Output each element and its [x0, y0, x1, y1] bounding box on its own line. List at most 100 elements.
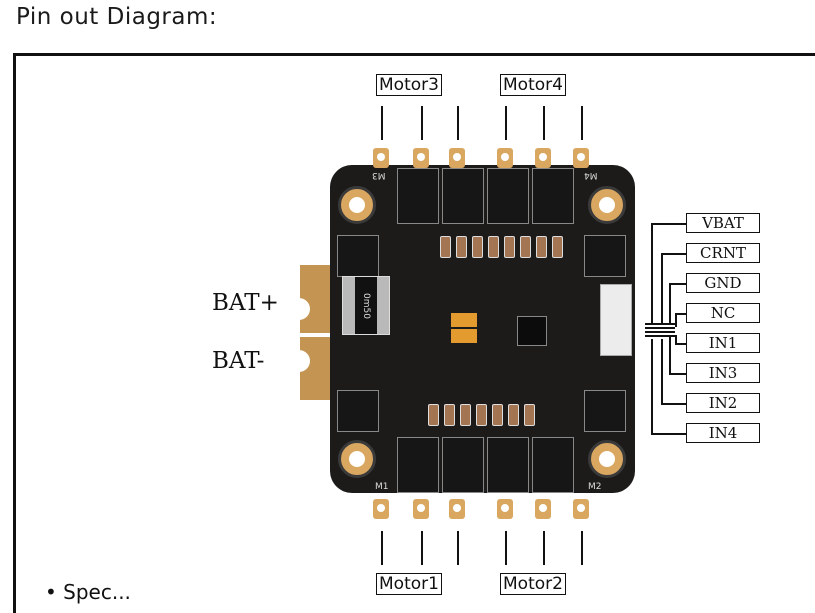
- capacitor: [428, 404, 439, 426]
- signal-connector: [600, 284, 632, 356]
- wire-in2-v: [661, 339, 663, 403]
- mosfet: [397, 437, 439, 493]
- wire-in4-h: [651, 433, 686, 435]
- mosfet: [337, 235, 379, 277]
- mosfet: [584, 390, 626, 432]
- motor4-pad-a: [497, 148, 513, 168]
- bat-negative-notch: [288, 350, 310, 372]
- motor2-label: Motor2: [500, 573, 566, 595]
- shunt-inductor: 0m50: [342, 276, 390, 335]
- pin-label-crnt: CRNT: [686, 243, 760, 263]
- capacitor: [456, 236, 467, 258]
- silk-m1: M1: [375, 482, 389, 492]
- motor2-lead-c: [581, 531, 583, 565]
- inductor-marking: 0m50: [355, 277, 377, 334]
- motor4-lead-b: [543, 106, 545, 140]
- page-heading: Pin out Diagram:: [16, 4, 218, 30]
- mosfet: [442, 437, 484, 493]
- pin-label-nc: NC: [686, 303, 760, 323]
- motor3-pad-a: [373, 148, 389, 168]
- capacitor: [508, 404, 519, 426]
- capacitor: [472, 236, 483, 258]
- bat-positive-label: BAT+: [212, 290, 279, 316]
- wire-in1-v: [675, 335, 677, 343]
- mount-hole-bottom-right: [588, 440, 626, 478]
- capacitor: [504, 236, 515, 258]
- pin-label-gnd: GND: [686, 273, 760, 293]
- motor4-label: Motor4: [500, 74, 566, 96]
- mosfet: [337, 390, 379, 432]
- motor3-label: Motor3: [376, 74, 442, 96]
- capacitor: [524, 404, 535, 426]
- mosfet: [532, 168, 574, 224]
- motor1-lead-c: [457, 531, 459, 565]
- mosfet: [397, 168, 439, 224]
- diagram-frame: [13, 53, 815, 613]
- mosfet: [442, 168, 484, 224]
- wire-bus-2: [645, 327, 675, 329]
- voltage-regulator: [517, 316, 547, 346]
- mosfet: [487, 437, 529, 493]
- capacitor: [552, 236, 563, 258]
- pin-label-in2: IN2: [686, 393, 760, 413]
- motor2-lead-b: [543, 531, 545, 565]
- wire-crnt-v: [661, 253, 663, 323]
- mosfet: [532, 437, 574, 493]
- wire-vbat-h: [651, 223, 686, 225]
- motor1-pad-c: [449, 499, 465, 519]
- wire-in2-h: [661, 403, 686, 405]
- pin-label-in1: IN1: [686, 333, 760, 353]
- motor3-pad-c: [449, 148, 465, 168]
- pin-label-in4: IN4: [686, 423, 760, 443]
- wire-vbat-v: [651, 223, 653, 323]
- motor1-pad-a: [373, 499, 389, 519]
- capacitor: [492, 404, 503, 426]
- wire-in4-v: [651, 339, 653, 433]
- capacitor: [476, 404, 487, 426]
- wire-bus-4: [645, 335, 675, 337]
- motor1-lead-b: [421, 531, 423, 565]
- motor4-lead-a: [505, 106, 507, 140]
- motor4-pad-b: [535, 148, 551, 168]
- motor3-lead-c: [457, 106, 459, 140]
- wire-gnd-v: [669, 283, 671, 325]
- next-section-heading-fragment: • Spec...: [45, 580, 131, 604]
- wire-gnd-h: [669, 283, 686, 285]
- mount-hole-top-right: [588, 186, 626, 224]
- motor1-pad-b: [413, 499, 429, 519]
- wire-nc-v: [675, 313, 677, 327]
- mount-hole-bottom-left: [338, 440, 376, 478]
- bat-negative-label: BAT-: [212, 348, 265, 374]
- silk-m2: M2: [588, 482, 602, 492]
- bat-positive-notch: [288, 298, 310, 320]
- wire-bus-1: [645, 323, 675, 325]
- capacitor: [460, 404, 471, 426]
- wire-in3-v: [669, 337, 671, 373]
- motor2-pad-b: [535, 499, 551, 519]
- capacitor: [536, 236, 547, 258]
- silk-m4: M4: [584, 170, 598, 180]
- pin-label-vbat: VBAT: [686, 213, 760, 233]
- capacitor: [440, 236, 451, 258]
- mosfet: [584, 235, 626, 277]
- motor3-lead-a: [381, 106, 383, 140]
- wire-bus-3: [645, 331, 675, 333]
- pin-label-in3: IN3: [686, 363, 760, 383]
- motor3-lead-b: [421, 106, 423, 140]
- mosfet: [487, 168, 529, 224]
- tantalum-capacitor: [451, 329, 477, 343]
- capacitor: [444, 404, 455, 426]
- motor2-lead-a: [505, 531, 507, 565]
- motor3-pad-b: [413, 148, 429, 168]
- motor2-pad-c: [573, 499, 589, 519]
- wire-in3-h: [669, 373, 686, 375]
- motor2-pad-a: [497, 499, 513, 519]
- mount-hole-top-left: [338, 186, 376, 224]
- capacitor: [520, 236, 531, 258]
- wire-crnt-h: [661, 253, 686, 255]
- motor4-lead-c: [581, 106, 583, 140]
- motor1-label: Motor1: [376, 573, 442, 595]
- motor4-pad-c: [573, 148, 589, 168]
- motor1-lead-a: [381, 531, 383, 565]
- tantalum-capacitor: [451, 313, 477, 327]
